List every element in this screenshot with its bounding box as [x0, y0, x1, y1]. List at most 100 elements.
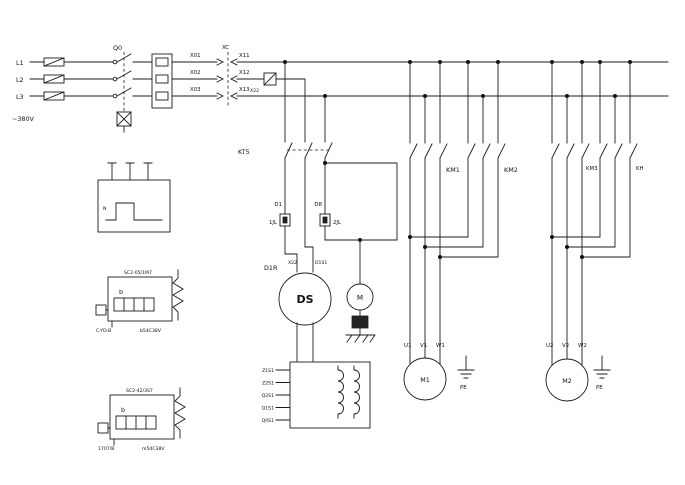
relay2-code-label: b	[121, 406, 125, 414]
motor-m1: U1 V1 W1 M1 PE	[403, 343, 475, 401]
kh-join-wires	[551, 157, 631, 258]
kt5-branch: KT5 D1 D8 1JL 2JL	[238, 60, 398, 284]
m1-terminal-v1: V1	[420, 343, 427, 349]
phase-l3-label: L3	[16, 93, 24, 101]
fuse-2jl-label: 2JL	[333, 220, 341, 226]
connector-xc-label: XC	[222, 45, 229, 51]
relay2-housing	[109, 394, 175, 440]
tap-label-0: Z1S1	[262, 368, 274, 374]
tap-label-1: Z2S1	[262, 381, 274, 387]
relay1-side-terminal	[95, 304, 107, 316]
q0-pole1-hinge	[112, 59, 118, 65]
l2-fuse	[43, 74, 65, 84]
km3-kh-branch: KM3 KH	[550, 60, 644, 366]
pe-ground-2-label: PE	[596, 385, 603, 391]
relay2-model-label: SC2-42/3S7	[126, 388, 153, 394]
winding-coil-1	[337, 365, 344, 419]
motor-m2-circle	[545, 358, 589, 402]
tap-label-4: Q0S1	[262, 418, 274, 424]
relay2-side-terminal	[97, 422, 109, 434]
motor-m1-label: M1	[420, 376, 430, 384]
meter-housing	[97, 179, 171, 233]
ds-bottom-leads	[296, 322, 314, 363]
km3-outputs	[551, 157, 583, 366]
relay1-housing	[107, 276, 173, 322]
wire-d1-label: D1	[274, 202, 282, 208]
wire-d8-label: D8	[314, 202, 322, 208]
l3-fuse	[43, 91, 65, 101]
km2-feeders	[467, 61, 499, 144]
terminal-wires-left	[171, 61, 218, 97]
spindle-unit-ds: D1R X22 D1S1 DS M	[264, 260, 376, 363]
main-breaker-q0: Q0	[113, 44, 173, 133]
km1-label: KM1	[446, 166, 460, 174]
km1-outputs	[409, 157, 441, 365]
relay-unit-2: SC2-42/3S7 b 1707/B m54C38V	[97, 387, 186, 452]
m2-terminal-v2: V2	[562, 343, 569, 349]
terminal-block-xc: X01 X02 X03 XC X11 X12 X13	[171, 45, 250, 106]
kt5-outputs	[284, 157, 326, 248]
tap-ticks	[275, 369, 291, 421]
brake-block	[351, 315, 369, 329]
kh-contact-blades	[599, 143, 638, 159]
phase-l1-label: L1	[16, 59, 24, 67]
kh-label: KH	[636, 166, 644, 172]
tap-label-2: Q2S1	[262, 393, 274, 399]
pe-ground-2-icon	[593, 355, 611, 379]
terminal-x13-label: X13	[239, 87, 250, 93]
plug-arrows-3	[216, 92, 238, 100]
relay-unit-1: SC2-05/1M7 b C-YD-B b54C38V	[95, 269, 184, 334]
meter-waveform	[105, 202, 163, 221]
m-feed-wire	[324, 225, 361, 284]
power-input: L1 L2 L3 ~380V	[12, 53, 153, 123]
tap-label-3: Q1S1	[262, 406, 274, 412]
km1-feeders	[409, 61, 441, 144]
terminal-x03-label: X03	[190, 87, 201, 93]
motor-m1-circle	[403, 357, 447, 401]
kh-feeders	[599, 61, 631, 144]
km2-contact-blades	[467, 143, 506, 159]
kt5-feeders	[284, 61, 326, 143]
brake-ground	[345, 327, 376, 343]
relay1-note-left: C-YD-B	[96, 328, 111, 334]
q0-pole3-hinge	[112, 93, 118, 99]
bus-lines: X22	[236, 61, 669, 97]
relay1-resistor	[172, 269, 184, 321]
q0-label: Q0	[113, 44, 122, 52]
fuse-x22	[263, 72, 277, 86]
m1-terminal-u1: U1	[404, 343, 411, 349]
winding-coil-2	[353, 365, 360, 419]
kt5-contact-blades	[284, 142, 333, 159]
relay2-note-right: m54C38V	[142, 446, 165, 452]
km3-feeders	[551, 61, 583, 144]
phase-l2-label: L2	[16, 76, 24, 84]
terminal-x01-label: X01	[190, 53, 201, 59]
relay1-note-right: b54C38V	[140, 328, 162, 334]
supply-voltage-label: ~380V	[12, 115, 35, 123]
relay1-model-label: SC2-05/1M7	[124, 270, 152, 276]
tap-winding-box: Z1S1 Z2S1 Q2S1 Q1S1 Q0S1	[262, 361, 371, 429]
q0-pole2-hinge	[112, 76, 118, 82]
m1-terminal-w1: W1	[436, 343, 445, 349]
plug-arrows-1	[216, 58, 238, 66]
relay2-note-left: 1707/B	[98, 446, 114, 452]
meter-terminals	[107, 162, 153, 181]
meter-n-label: N	[103, 206, 106, 212]
km1-km2-branch: KM1 KM2	[408, 60, 518, 365]
terminal-x11-label: X11	[239, 53, 250, 59]
ds-feed-wires	[284, 225, 314, 273]
km2-label: KM2	[504, 166, 518, 174]
plug-arrows-2	[216, 75, 238, 83]
ds-label: DS	[296, 293, 313, 306]
motor-m2-label: M2	[562, 377, 572, 385]
km3-label: KM3	[586, 166, 598, 172]
pe-ground-1-icon	[457, 355, 475, 379]
km1-contact-blades	[409, 143, 448, 159]
motor-m-label: M	[357, 293, 363, 302]
kt5-label: KT5	[238, 148, 250, 156]
breaker-housing	[151, 53, 173, 109]
d1r-label: D1R	[264, 264, 278, 272]
aux-loop-wire	[324, 162, 398, 241]
l1-fuse	[43, 57, 65, 67]
